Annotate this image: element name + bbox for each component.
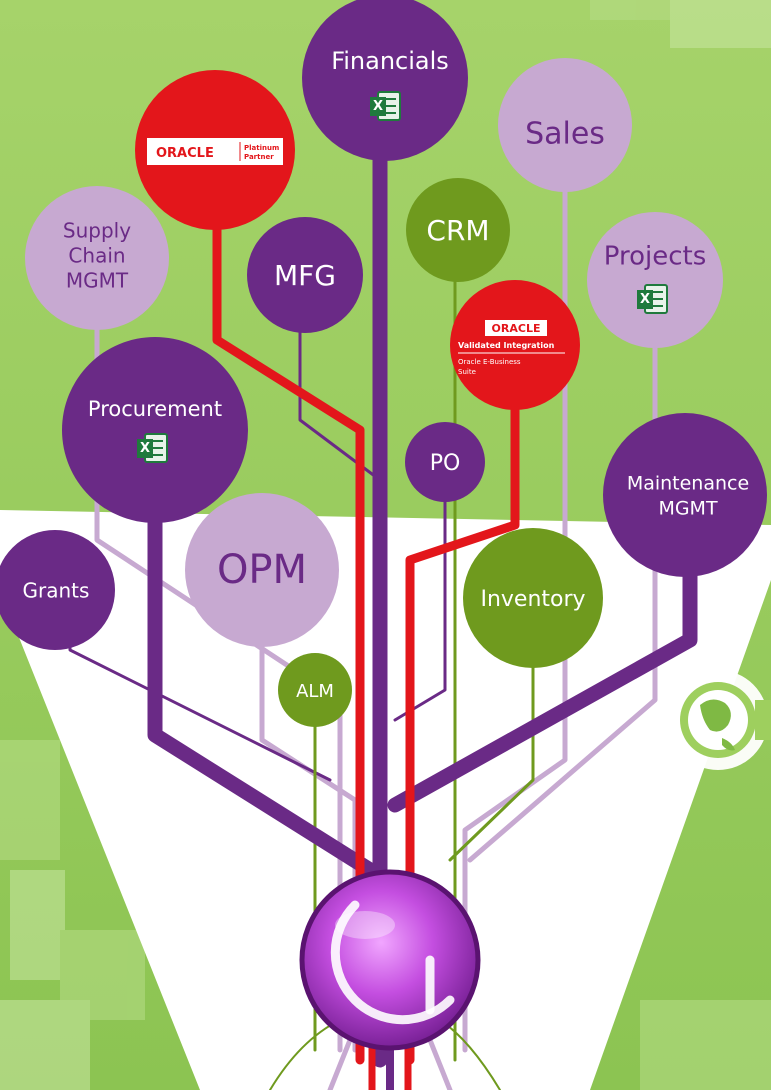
node-label-procurement: Procurement (88, 397, 222, 421)
node-label-mgmt: MGMT (66, 269, 129, 293)
node-label-opm: OPM (217, 547, 307, 593)
node-grants: Grants (0, 530, 115, 650)
node-mfg: MFG (247, 217, 363, 333)
oracle-brand-text: ORACLE (156, 146, 214, 161)
node-label-alm: ALM (296, 681, 334, 702)
node-label-supply: Supply (63, 219, 131, 243)
node-alm: ALM (278, 653, 352, 727)
node-financials: Financials X (302, 0, 468, 161)
node-label-maintenance-mgmt: MGMT (658, 498, 718, 520)
node-label-mfg: MFG (274, 259, 336, 292)
platinum-line1: Platinum (244, 144, 279, 152)
svg-text:X: X (640, 292, 650, 307)
oracle-validated-badge: ORACLE Validated Integration Oracle E-Bu… (450, 280, 580, 410)
validated-line2: Oracle E-Business (458, 358, 521, 366)
validated-line3: Suite (458, 368, 476, 376)
excel-icon: X (370, 91, 401, 121)
node-po: PO (405, 422, 485, 502)
node-supply-chain: Supply Chain MGMT (25, 186, 169, 330)
oracle-brand-text-2: ORACLE (492, 322, 541, 335)
validated-line1: Validated Integration (458, 341, 555, 350)
globe-logo-icon (668, 670, 771, 770)
node-opm: OPM (185, 493, 339, 647)
svg-text:X: X (373, 99, 383, 114)
node-label-financials: Financials (331, 47, 449, 75)
node-label-chain: Chain (68, 244, 125, 268)
excel-icon: X (637, 284, 668, 314)
node-label-crm: CRM (426, 214, 489, 247)
node-procurement: Procurement X (62, 337, 248, 523)
svg-text:X: X (140, 441, 150, 456)
hub-logo-icon (299, 869, 481, 1051)
node-label-inventory: Inventory (480, 587, 585, 612)
node-inventory: Inventory (463, 528, 603, 668)
node-label-projects: Projects (604, 242, 707, 272)
node-label-grants: Grants (23, 579, 90, 603)
platinum-line2: Partner (244, 153, 274, 161)
node-label-maintenance: Maintenance (627, 473, 749, 495)
node-maintenance: Maintenance MGMT (603, 413, 767, 577)
node-sales: Sales (498, 58, 632, 192)
oracle-platinum-badge: ORACLE Platinum Partner (135, 70, 295, 230)
node-projects: Projects X (587, 212, 723, 348)
node-label-po: PO (430, 451, 461, 476)
excel-icon: X (137, 433, 168, 463)
node-crm: CRM (406, 178, 510, 282)
node-label-sales: Sales (525, 117, 605, 152)
